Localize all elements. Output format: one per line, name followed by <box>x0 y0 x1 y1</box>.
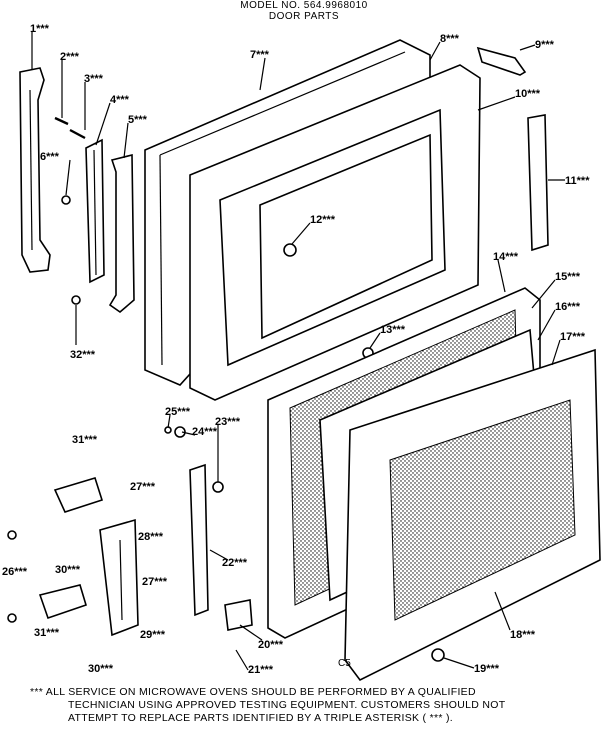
callout-4: 4*** <box>110 94 130 106</box>
callout-17: 17*** <box>560 331 586 343</box>
callout-31a: 31*** <box>72 434 98 446</box>
screw-6-part <box>61 195 71 205</box>
gasket-strip-part <box>85 138 105 284</box>
callout-27a: 27*** <box>130 481 156 493</box>
callout-27b: 27*** <box>142 576 168 588</box>
warning-line-2: TECHNICIAN USING APPROVED TESTING EQUIPM… <box>68 699 506 711</box>
callout-13: 13*** <box>380 324 406 336</box>
callout-9: 9*** <box>535 39 555 51</box>
callout-29: 29*** <box>140 629 166 641</box>
latch-hinge-part <box>189 463 253 631</box>
callout-14: 14*** <box>493 251 519 263</box>
service-warning: *** ALL SERVICE ON MICROWAVE OVENS SHOUL… <box>30 686 600 725</box>
callout-18: 18*** <box>510 629 536 641</box>
leader-lines <box>31 32 565 671</box>
callout-7: 7*** <box>250 49 270 61</box>
callout-16: 16*** <box>555 301 581 313</box>
bracket-9-part <box>476 46 527 76</box>
model-number: MODEL NO. 564.9968010 <box>240 0 368 11</box>
callout-11: 11*** <box>565 175 590 187</box>
callout-12: 12*** <box>310 214 336 226</box>
screw-19-part <box>431 648 445 662</box>
handle-bracket-part <box>108 153 135 314</box>
callout-24: 24*** <box>192 426 218 438</box>
callout-8: 8*** <box>440 33 460 45</box>
door-handle-part <box>19 67 51 273</box>
warning-line-1: *** ALL SERVICE ON MICROWAVE OVENS SHOUL… <box>30 686 476 698</box>
fastener-12-part <box>283 243 297 257</box>
callout-19: 19*** <box>474 663 500 675</box>
callout-21: 21*** <box>248 664 274 676</box>
callout-25: 25*** <box>165 406 191 418</box>
callout-28: 28*** <box>138 531 164 543</box>
callout-30b: 30*** <box>88 663 114 675</box>
callout-26: 26*** <box>2 566 28 578</box>
figure-code: C5 <box>338 658 351 669</box>
diagram-title: DOOR PARTS <box>268 11 340 22</box>
callout-10: 10*** <box>515 88 541 100</box>
callout-2: 2*** <box>60 51 80 63</box>
callout-1: 1*** <box>30 23 50 35</box>
callout-20: 20*** <box>258 639 284 651</box>
door-screen-assembly-part <box>267 287 601 682</box>
latch-assembly-part <box>7 477 139 637</box>
callout-6: 6*** <box>40 151 60 163</box>
callout-3: 3*** <box>84 73 104 85</box>
washer-24-part <box>174 426 186 438</box>
warning-line-3: ATTEMPT TO REPLACE PARTS IDENTIFIED BY A… <box>68 712 453 724</box>
callout-32: 32*** <box>70 349 96 361</box>
inner-door-panel-part <box>189 64 481 401</box>
screw-32-part <box>71 295 81 305</box>
strip-11-part <box>527 114 549 252</box>
callout-22: 22*** <box>222 557 248 569</box>
callout-23: 23*** <box>215 416 241 428</box>
callout-31b: 31*** <box>34 627 60 639</box>
callout-15: 15*** <box>555 271 581 283</box>
callout-5: 5*** <box>128 114 148 126</box>
callout-30a: 30*** <box>55 564 81 576</box>
handle-screws-part <box>54 116 86 140</box>
